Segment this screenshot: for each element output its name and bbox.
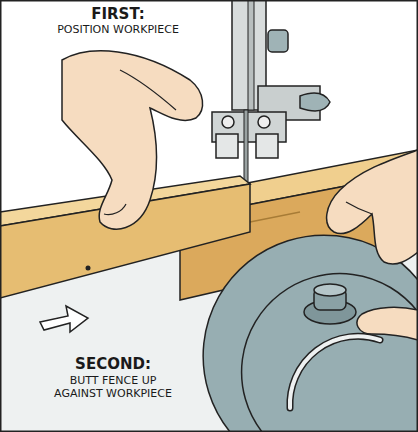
left-hand (62, 51, 203, 229)
right-hand (327, 150, 418, 264)
miter-slot (290, 336, 380, 408)
step-instruction: POSITION WORKPIECE (43, 24, 193, 37)
miter-slot-inner (290, 336, 380, 408)
guide-block-left (216, 134, 238, 158)
knob-top (314, 284, 346, 296)
screw-hole (86, 266, 91, 271)
push-arrow (40, 306, 88, 332)
saw-table (0, 150, 418, 432)
step-instruction: BUTT FENCE UP AGAINST WORKPIECE (48, 375, 178, 400)
guide-bearing (258, 116, 270, 128)
miter-gauge-head (203, 235, 418, 432)
thumbscrew (300, 93, 330, 111)
guide-knob (268, 30, 288, 52)
guide-bearing (222, 116, 234, 128)
step-heading: SECOND: (53, 356, 173, 373)
finger-line (120, 70, 176, 110)
step-heading: FIRST: (58, 6, 178, 23)
thumbnail (104, 204, 126, 215)
right-thumb (357, 307, 418, 340)
finger-line (346, 202, 372, 214)
post-slot (248, 0, 254, 110)
guide-block-right (256, 134, 278, 158)
miter-scale (242, 274, 418, 432)
